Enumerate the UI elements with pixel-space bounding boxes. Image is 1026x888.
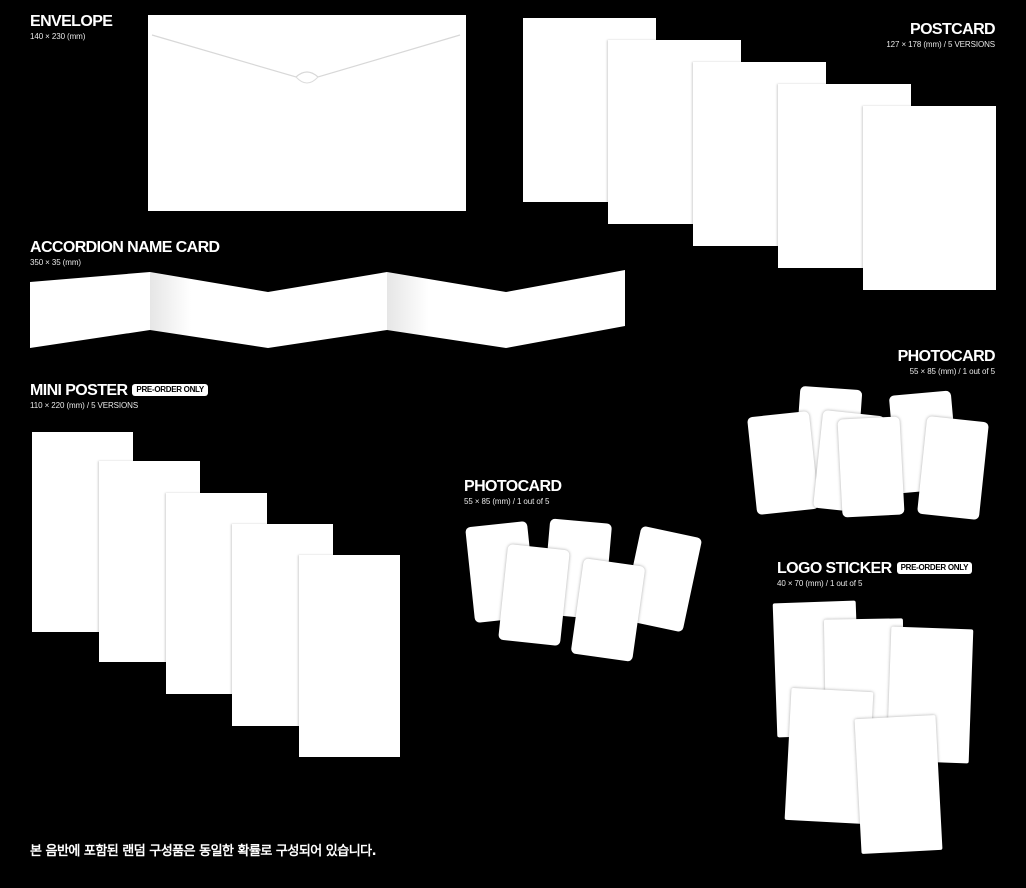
- logo-sticker-label: LOGO STICKER PRE-ORDER ONLY 40 × 70 (mm) …: [777, 560, 973, 589]
- accordion-card-illustration: [30, 270, 625, 348]
- photocard-center-title: PHOTOCARD: [464, 478, 562, 495]
- photocard: [498, 544, 570, 646]
- mini-poster-title-row: MINI POSTER PRE-ORDER ONLY: [30, 383, 208, 399]
- postcard-title: POSTCARD: [910, 21, 996, 38]
- logo-sticker-spec: 40 × 70 (mm) / 1 out of 5: [777, 579, 863, 588]
- accordion-label: ACCORDION NAME CARD 350 × 35 (mm): [30, 239, 220, 268]
- logo-sticker: [854, 714, 943, 855]
- mini-poster-spec: 110 × 220 (mm) / 5 VERSIONS: [30, 401, 139, 410]
- photocard-center-spec: 55 × 85 (mm) / 1 out of 5: [464, 497, 550, 506]
- pre-order-badge: PRE-ORDER ONLY: [896, 562, 973, 574]
- postcard-spec: 127 × 178 (mm) / 5 VERSIONS: [886, 40, 995, 49]
- mini-poster-title: MINI POSTER: [30, 382, 128, 399]
- photocard: [837, 416, 905, 518]
- mini-poster-sheet: [299, 555, 400, 757]
- photocard-center-label: PHOTOCARD 55 × 85 (mm) / 1 out of 5: [464, 478, 562, 507]
- photocard: [747, 411, 819, 515]
- mini-poster-label: MINI POSTER PRE-ORDER ONLY 110 × 220 (mm)…: [30, 383, 208, 411]
- envelope-title: ENVELOPE: [30, 13, 113, 30]
- accordion-title: ACCORDION NAME CARD: [30, 239, 220, 256]
- envelope-label: ENVELOPE 140 × 230 (mm): [30, 13, 113, 42]
- photocard-right-title: PHOTOCARD: [897, 348, 996, 365]
- postcard-sheet: [863, 106, 996, 290]
- photocard-right-spec: 55 × 85 (mm) / 1 out of 5: [909, 367, 995, 376]
- postcard-label: POSTCARD 127 × 178 (mm) / 5 VERSIONS: [886, 22, 995, 50]
- envelope-spec: 140 × 230 (mm): [30, 32, 86, 41]
- photocard-right-label: PHOTOCARD 55 × 85 (mm) / 1 out of 5: [897, 348, 996, 377]
- photocard: [917, 416, 989, 520]
- logo-sticker-title: LOGO STICKER: [777, 560, 892, 577]
- pre-order-badge: PRE-ORDER ONLY: [132, 384, 208, 396]
- accordion-spec: 350 × 35 (mm): [30, 258, 81, 267]
- logo-sticker-title-row: LOGO STICKER PRE-ORDER ONLY: [777, 560, 973, 577]
- photocard: [570, 558, 646, 662]
- envelope-illustration: [148, 15, 466, 211]
- random-components-note: 본 음반에 포함된 랜덤 구성품은 동일한 확률로 구성되어 있습니다.: [30, 844, 377, 859]
